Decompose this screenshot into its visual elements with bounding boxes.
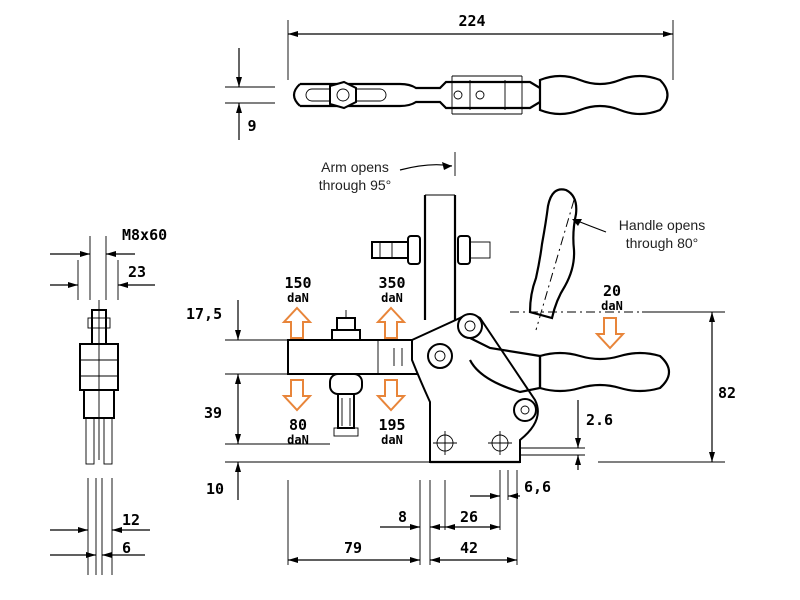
dim-side-width: 23 — [128, 263, 146, 281]
dim-height-lower: 39 — [204, 404, 222, 422]
force-open-right-unit: daN — [381, 291, 403, 305]
side-view: M8x60 23 12 — [50, 226, 167, 575]
force-handle-unit: daN — [601, 299, 623, 313]
note-arm-line2: through 95° — [319, 177, 392, 193]
force-handle: 20 — [603, 282, 621, 300]
arrow-close-right-icon — [375, 379, 407, 412]
dim-height-upper: 17,5 — [186, 305, 222, 323]
top-view: 224 9 — [225, 12, 674, 140]
force-open-left: 150 — [284, 274, 311, 292]
dim-side-bottom-a: 12 — [122, 511, 140, 529]
note-arm-line1: Arm opens — [321, 159, 389, 175]
dim-overall-length: 224 — [458, 12, 485, 30]
dim-8: 8 — [398, 508, 407, 526]
dim-42: 42 — [460, 539, 478, 557]
arrow-handle-icon — [594, 317, 626, 350]
arrow-open-left-icon — [281, 306, 313, 339]
force-close-right-unit: daN — [381, 433, 403, 447]
front-view: Arm opens through 95° Handle opens throu… — [186, 152, 736, 565]
dim-total-height: 82 — [718, 384, 736, 402]
arrow-open-right-icon — [375, 306, 407, 339]
dim-base-offset: 10 — [206, 480, 224, 498]
dim-hole-spacing: 6,6 — [524, 478, 551, 496]
arrow-close-left-icon — [281, 379, 313, 412]
force-close-left: 80 — [289, 416, 307, 434]
note-handle-line1: Handle opens — [619, 217, 705, 233]
dim-base-thickness: 2.6 — [586, 411, 613, 429]
dim-26: 26 — [460, 508, 478, 526]
dim-side-bottom-b: 6 — [122, 539, 131, 557]
force-open-left-unit: daN — [287, 291, 309, 305]
force-close-right: 195 — [378, 416, 405, 434]
force-close-left-unit: daN — [287, 433, 309, 447]
note-handle-line2: through 80° — [626, 235, 699, 251]
dim-79: 79 — [344, 539, 362, 557]
force-open-right: 350 — [378, 274, 405, 292]
dim-top-thickness: 9 — [247, 117, 256, 135]
force-arrows — [281, 306, 626, 412]
dim-bolt-spec: M8x60 — [122, 226, 167, 244]
